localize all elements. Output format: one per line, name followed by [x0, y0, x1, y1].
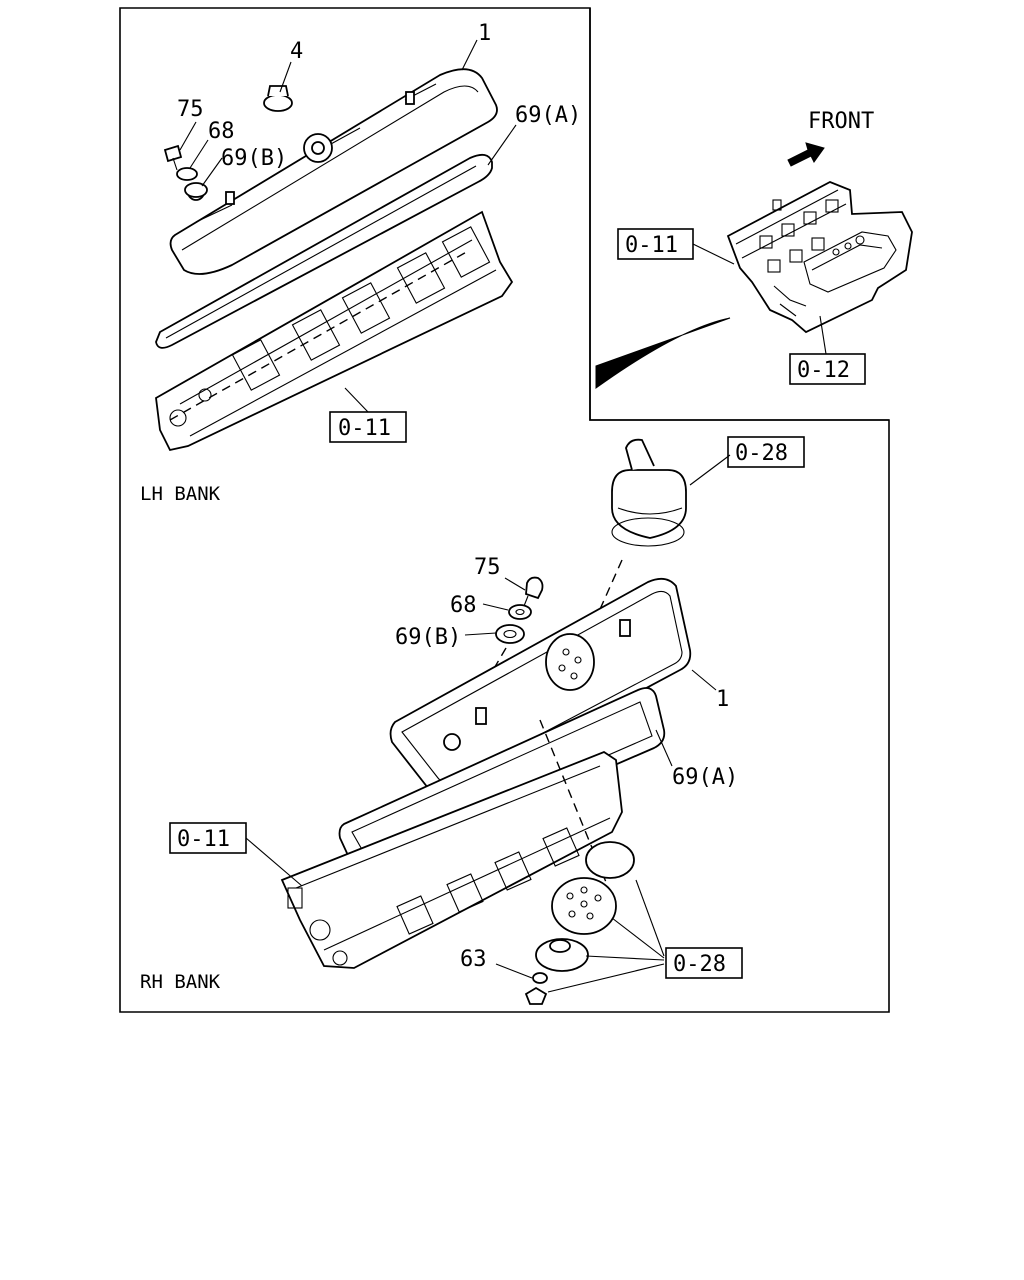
rh-o-ring: [585, 841, 635, 879]
inset-label-head: 0-11: [625, 233, 678, 258]
engine-block: [726, 181, 913, 334]
lh-label-seal: 69(B): [221, 146, 287, 171]
lh-cylinder-head: [155, 210, 514, 452]
rh-label-nut: 63: [460, 947, 487, 972]
lh-bank-assembly: 1 4 75 68 69(B) 69(A) 0-11 LH BANK: [140, 21, 581, 505]
lh-washer: [176, 167, 198, 181]
lh-label-cap: 4: [290, 39, 303, 64]
lh-bolt: [163, 144, 183, 163]
rh-label-pcv-ref: 0-28: [735, 441, 788, 466]
front-arrow-icon: [787, 142, 825, 167]
rh-cylinder-head: [280, 750, 623, 969]
rh-diaphragm: [535, 938, 589, 972]
transmission-silhouette: [595, 317, 731, 389]
lh-label-bolt: 75: [177, 97, 204, 122]
rh-head-cover: [389, 577, 692, 797]
rh-label-gasket: 69(A): [672, 765, 738, 790]
lh-seal: [184, 182, 208, 198]
lh-bank-label: LH BANK: [140, 483, 221, 505]
rh-label-bolt: 75: [474, 555, 501, 580]
rh-nut: [532, 972, 548, 984]
lh-label-head-ref: 0-11: [338, 416, 391, 441]
rh-label-plate-ref: 0-28: [673, 952, 726, 977]
rh-bolt: [525, 576, 544, 600]
rh-label-head-ref: 0-11: [177, 827, 230, 852]
rh-seal: [495, 624, 525, 644]
inset-frame: [589, 8, 889, 421]
rh-bank-label: RH BANK: [140, 971, 221, 993]
inset-label-block: 0-12: [797, 358, 850, 383]
lh-gasket: [155, 153, 493, 349]
rh-label-washer: 68: [450, 593, 477, 618]
lh-label-gasket: 69(A): [515, 103, 581, 128]
front-label: FRONT: [808, 109, 874, 134]
rh-cover-plate: [551, 877, 617, 935]
lh-oil-cap: [263, 94, 293, 112]
pcv-valve: [611, 469, 687, 539]
lh-head-cover: [169, 68, 498, 275]
rh-label-seal: 69(B): [395, 625, 461, 650]
rh-bank-assembly: 0-28 75 68 69(B) 1 69(A): [140, 436, 805, 1005]
lh-label-cover: 1: [478, 21, 491, 46]
rh-washer: [508, 604, 532, 620]
lh-label-washer: 68: [208, 119, 235, 144]
engine-inset: FRONT 0-11 0-12: [595, 109, 913, 389]
rh-label-cover: 1: [716, 687, 729, 712]
